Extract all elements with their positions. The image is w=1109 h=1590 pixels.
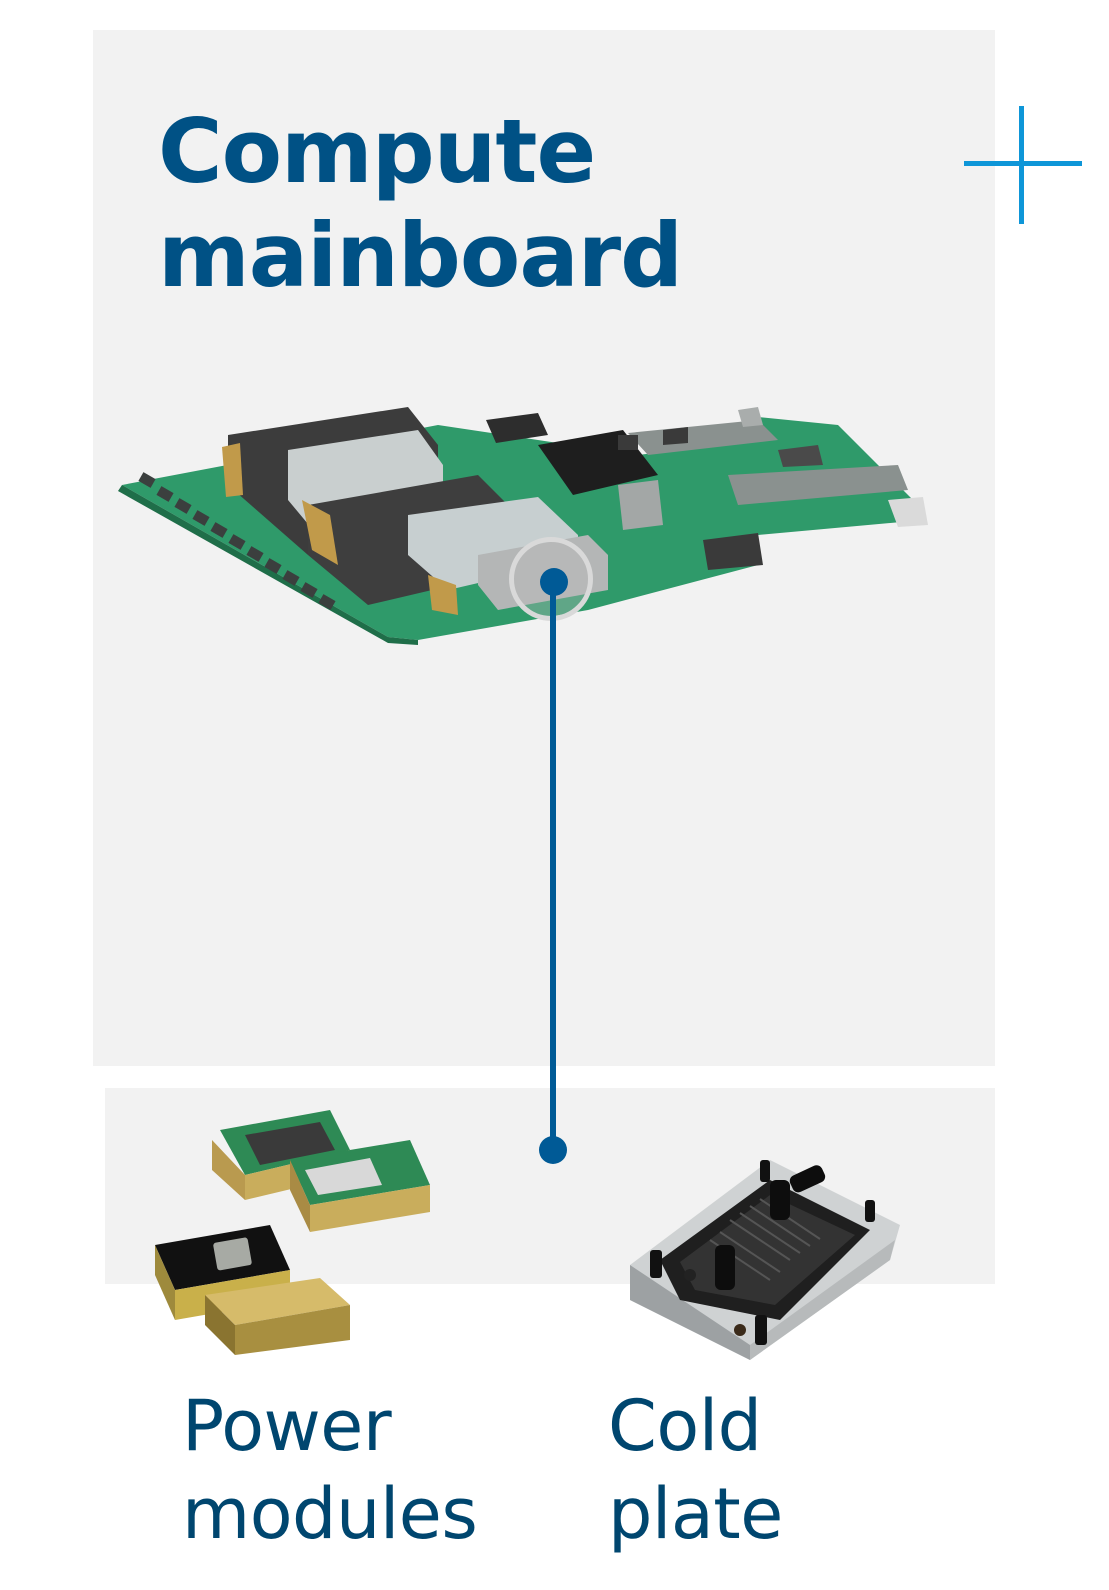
cold-label-line-1: Cold (608, 1385, 762, 1467)
title-line-1: Compute (158, 100, 596, 203)
power-modules-label: Power modules (182, 1382, 478, 1558)
cold-label-line-2: plate (608, 1473, 783, 1555)
mainboard-image (118, 407, 928, 645)
title-line-2: mainboard (158, 204, 683, 307)
connector-dot-bottom (539, 1136, 567, 1164)
plus-icon[interactable] (964, 106, 1082, 224)
power-label-line-1: Power (182, 1385, 392, 1467)
cold-plate-image (630, 1160, 900, 1360)
cold-plate-label: Cold plate (608, 1382, 783, 1558)
power-modules-image (155, 1110, 430, 1355)
connector-line (550, 582, 556, 1147)
connector-dot-top (540, 568, 568, 596)
mainboard-title: Compute mainboard (158, 100, 683, 308)
power-label-line-2: modules (182, 1473, 478, 1555)
